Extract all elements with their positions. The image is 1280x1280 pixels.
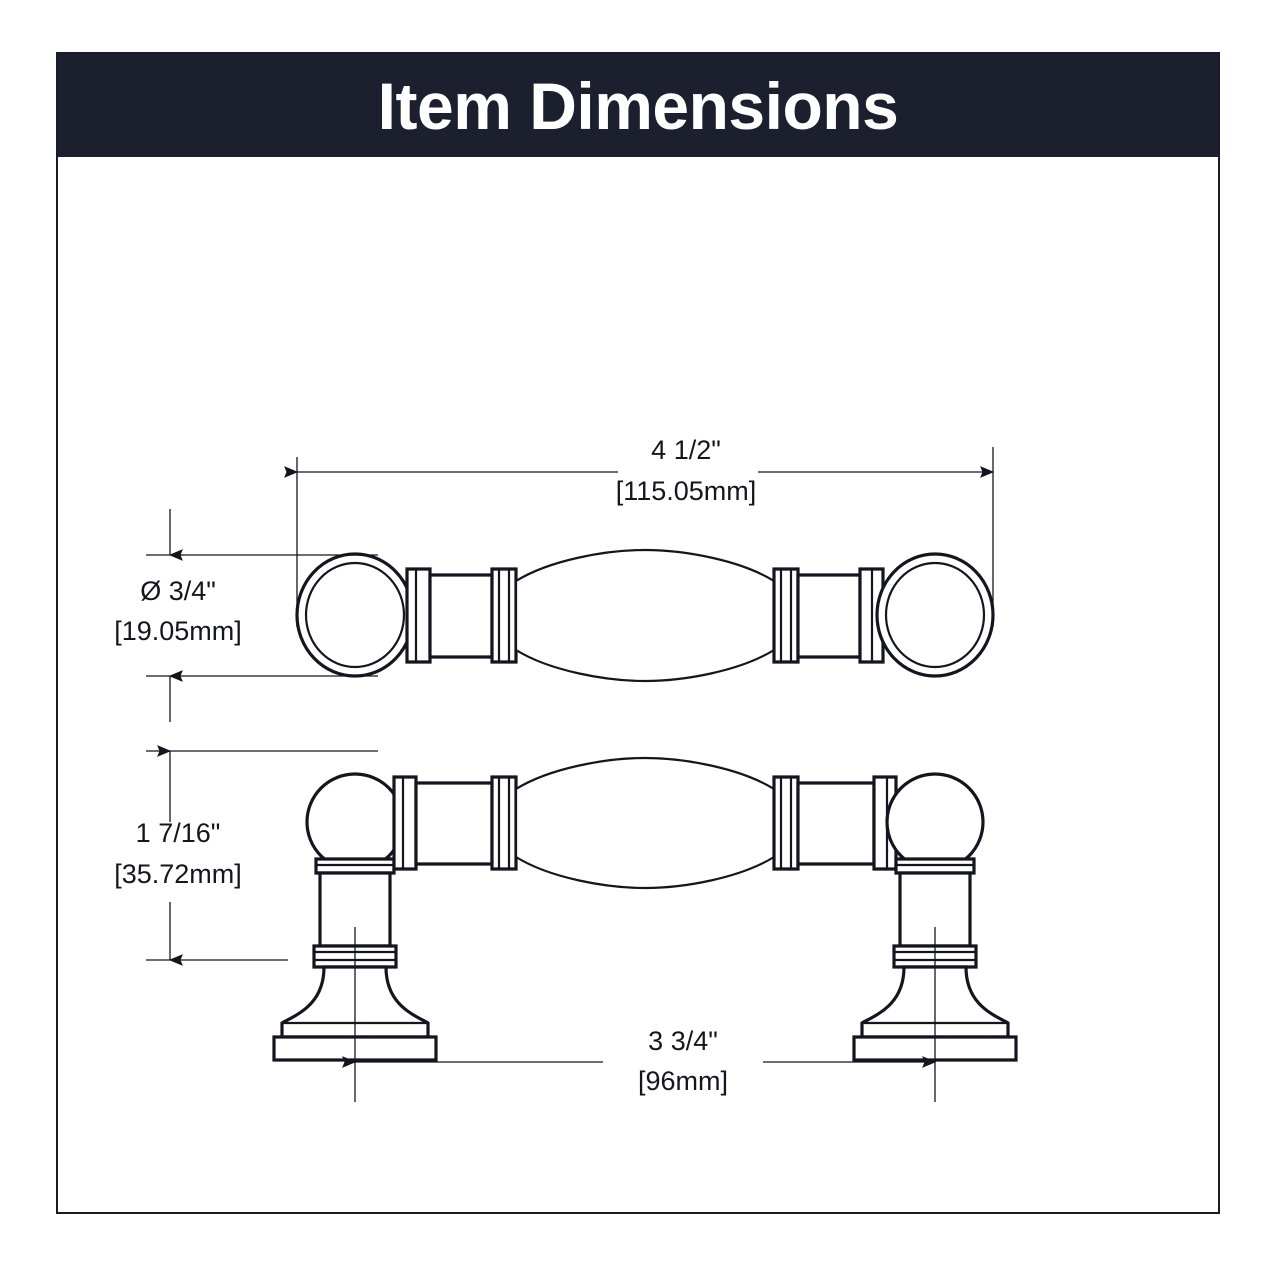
- dimension-projection-height: 1 7/16" [35.72mm]: [114, 745, 378, 966]
- side-view-center-bar: [514, 756, 776, 890]
- overall-length-imperial: 4 1/2": [651, 435, 721, 465]
- technical-drawing: 4 1/2" [115.05mm] Ø 3/4" [19.05mm]: [58, 157, 1218, 1212]
- top-view-left-collar: [405, 567, 432, 664]
- top-view-group: [295, 548, 995, 683]
- side-view-left-arm-ring: [490, 775, 518, 871]
- side-view-right-arm-shank: [796, 781, 876, 866]
- overall-length-metric: [115.05mm]: [616, 476, 757, 506]
- diameter-metric: [19.05mm]: [114, 616, 242, 646]
- side-view-right-arm-ring: [772, 775, 800, 871]
- top-view-right-ring: [772, 567, 800, 664]
- side-view-right-ball: [885, 772, 985, 872]
- header-bar: Item Dimensions: [58, 54, 1218, 157]
- side-view-left-arm-shank: [414, 781, 494, 866]
- side-view-left-ball: [305, 772, 405, 872]
- top-view-right-boss-outer: [875, 552, 995, 678]
- height-imperial: 1 7/16": [136, 818, 221, 848]
- side-view-left-arm-collar: [392, 775, 418, 871]
- top-view-left-shank: [428, 573, 494, 659]
- top-view-right-boss-inner: [884, 561, 986, 669]
- page-title: Item Dimensions: [377, 68, 899, 143]
- dimension-center-to-center: 3 3/4" [96mm]: [342, 927, 937, 1102]
- c2c-imperial: 3 3/4": [648, 1026, 718, 1056]
- drawing-frame: Item Dimensions: [56, 52, 1220, 1214]
- dimension-overall-length: 4 1/2" [115.05mm]: [284, 435, 995, 627]
- side-view-group: [272, 756, 1018, 1062]
- c2c-metric: [96mm]: [638, 1066, 728, 1096]
- top-view-right-shank: [796, 573, 862, 659]
- top-view-left-ring: [490, 567, 518, 664]
- dimension-drawing-svg: 4 1/2" [115.05mm] Ø 3/4" [19.05mm]: [114, 435, 1018, 1102]
- top-view-left-boss-inner: [304, 561, 406, 669]
- dimension-diameter: Ø 3/4" [19.05mm]: [114, 509, 378, 722]
- height-metric: [35.72mm]: [114, 859, 242, 889]
- diameter-imperial: Ø 3/4": [140, 576, 216, 606]
- top-view-center-bar: [514, 548, 776, 683]
- top-view-left-boss-outer: [295, 552, 415, 678]
